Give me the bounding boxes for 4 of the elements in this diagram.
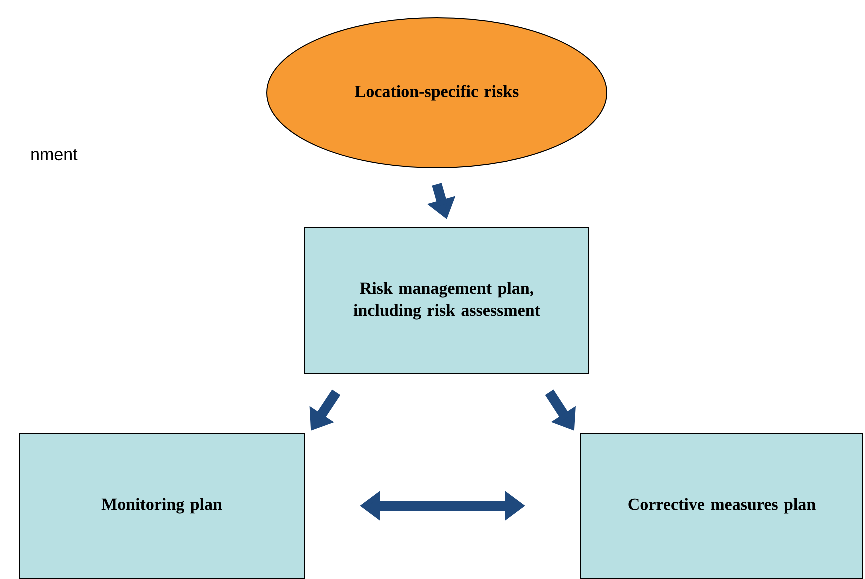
process-box: Risk management plan, including risk assessment: [304, 228, 590, 374]
process-box: Corrective measures plan: [580, 433, 864, 579]
process-box: Monitoring plan: [19, 433, 305, 579]
cut-off-text: nment: [32, 149, 78, 161]
